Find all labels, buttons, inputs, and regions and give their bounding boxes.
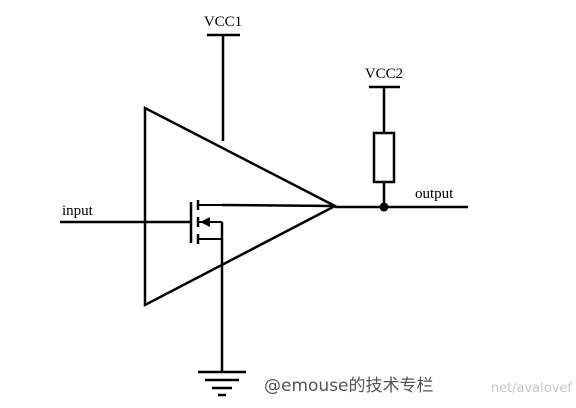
vcc2-supply: VCC2 xyxy=(365,66,403,207)
vcc1-label: VCC1 xyxy=(204,14,242,30)
watermark-suffix: net/avalovef xyxy=(491,381,573,396)
vcc2-label: VCC2 xyxy=(365,66,403,82)
watermark-prefix: @emouse的技术专栏 xyxy=(264,376,434,396)
output-label: output xyxy=(415,186,454,202)
amplifier-triangle xyxy=(143,105,338,308)
output-junction-dot xyxy=(379,202,389,212)
mosfet-arrow xyxy=(200,217,210,227)
pullup-resistor xyxy=(372,131,396,184)
input-label: input xyxy=(62,203,94,219)
output-line: output xyxy=(335,186,468,212)
input-line: input xyxy=(60,203,191,224)
watermark: net/avalovef @emouse的技术专栏 xyxy=(264,376,572,396)
mosfet-transistor xyxy=(189,200,336,372)
ground-icon xyxy=(198,370,246,397)
vcc1-supply: VCC1 xyxy=(204,14,242,141)
